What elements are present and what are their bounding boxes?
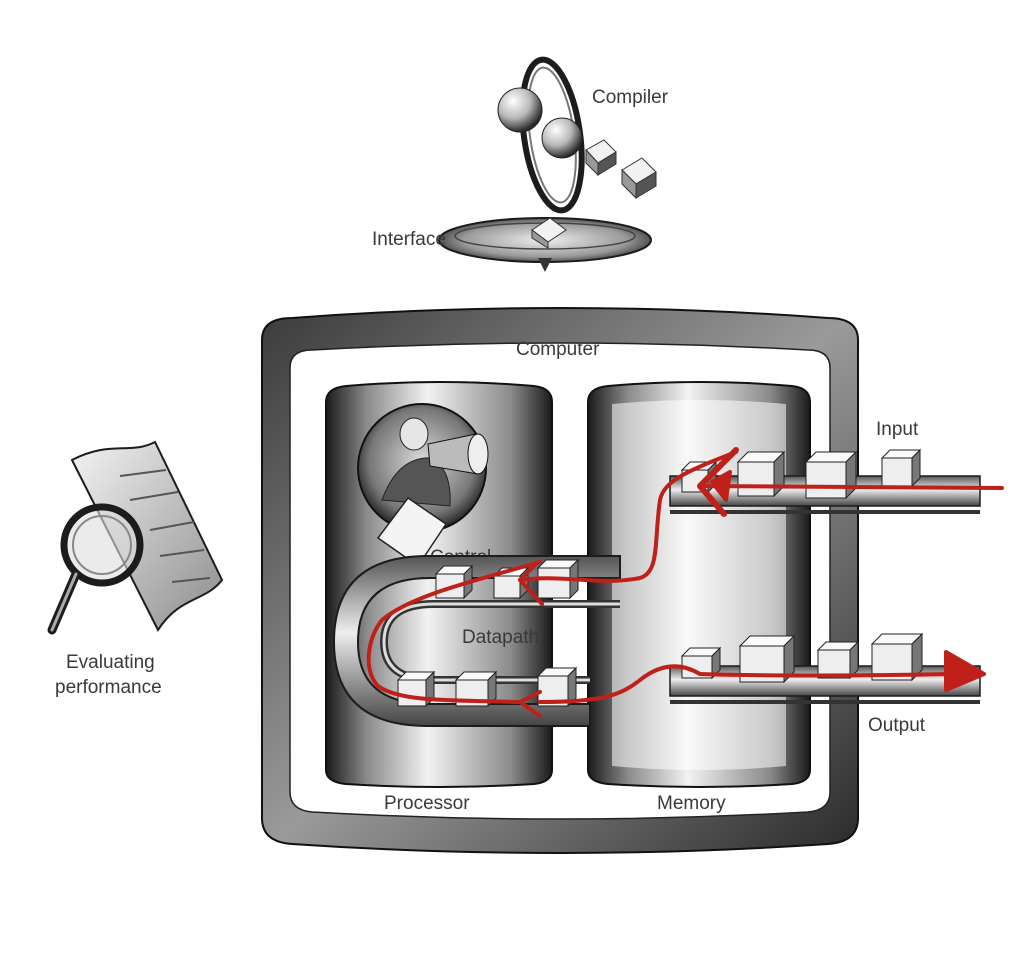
performance-label: performance [55,677,162,698]
cube-icon [804,450,858,500]
cube-icon [880,448,922,488]
computer-label: Computer [516,339,600,360]
interface-label: Interface [372,229,446,250]
input-label: Input [876,419,919,440]
cube-icon [736,450,786,498]
person-megaphone-icon [357,403,489,568]
datapath-label: Datapath [462,627,539,648]
compiler-gyroscope-icon [438,56,657,272]
memory-label: Memory [657,793,726,814]
memory-column [587,381,811,788]
red-flow-annotation [366,447,1004,718]
magnifier-document-icon [47,440,224,635]
cube-icon [816,640,860,680]
output-label: Output [868,715,926,736]
processor-label: Processor [384,793,470,814]
evaluating-label: Evaluating [66,652,155,673]
compiler-label: Compiler [592,87,669,108]
